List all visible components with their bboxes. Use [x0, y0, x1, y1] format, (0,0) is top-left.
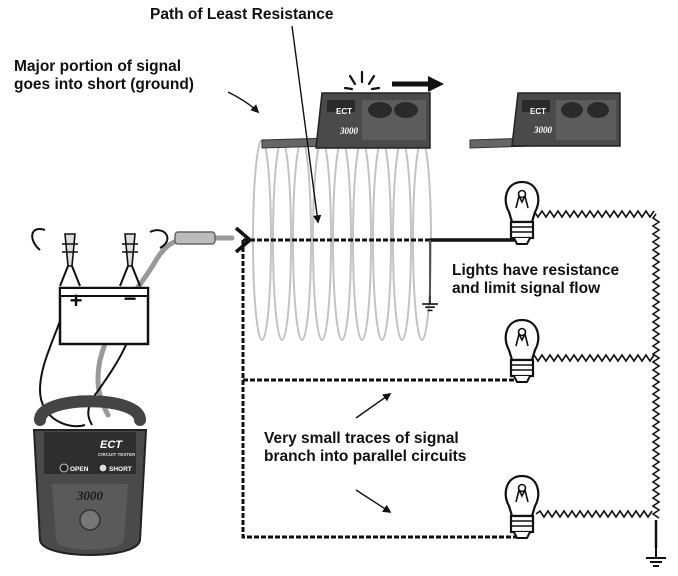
- probe-clip-icon: [174, 231, 216, 245]
- probe-connector-icon: [234, 226, 253, 254]
- receiver-2-title: ECT: [530, 107, 546, 116]
- tester-title: ECT: [100, 439, 123, 451]
- battery-plus-terminal: +: [70, 288, 83, 313]
- receiver-1-model: 3000: [339, 126, 359, 136]
- label-major-portion-line2: goes into short (ground): [14, 76, 194, 93]
- clip-positive-icon: [59, 233, 81, 287]
- signal-traces: [520, 209, 661, 519]
- bulb-middle: [504, 318, 540, 384]
- label-traces-line2: branch into parallel circuits: [264, 448, 467, 466]
- receiver-device-2: [469, 92, 621, 149]
- short-indicator-icon: [98, 463, 108, 473]
- tester-model: 3000: [76, 488, 104, 503]
- battery-minus-terminal: −: [124, 286, 137, 311]
- signal-burst-icon: [343, 70, 381, 91]
- receiver-1-title: ECT: [336, 107, 352, 116]
- label-major-portion-line1: Major portion of signal: [14, 58, 182, 75]
- bulb-top: [504, 180, 540, 246]
- tester-device: [32, 395, 148, 556]
- clip-negative-icon: [119, 233, 141, 287]
- annotation-arrows: [227, 25, 392, 513]
- tester-short-label: SHORT: [109, 466, 132, 473]
- circuit-wires: [241, 238, 522, 539]
- tester-subtitle: CIRCUIT TESTER: [98, 452, 136, 457]
- ground-icon: [645, 520, 667, 567]
- tester-open-label: OPEN: [70, 466, 89, 473]
- open-indicator-icon: [59, 463, 69, 473]
- short-to-ground: [421, 238, 520, 312]
- receiver-device-1: [261, 92, 431, 149]
- label-lights-line2: and limit signal flow: [452, 280, 601, 298]
- movement-arrow-icon: [392, 76, 444, 92]
- label-lights-line1: Lights have resistance: [452, 262, 620, 280]
- label-path-of-least-resistance: Path of Least Resistance: [150, 6, 334, 23]
- receiver-2-model: 3000: [533, 125, 553, 135]
- bulb-bottom: [504, 474, 540, 540]
- battery-icon: [58, 286, 150, 346]
- label-traces-line1: Very small traces of signal: [264, 430, 459, 448]
